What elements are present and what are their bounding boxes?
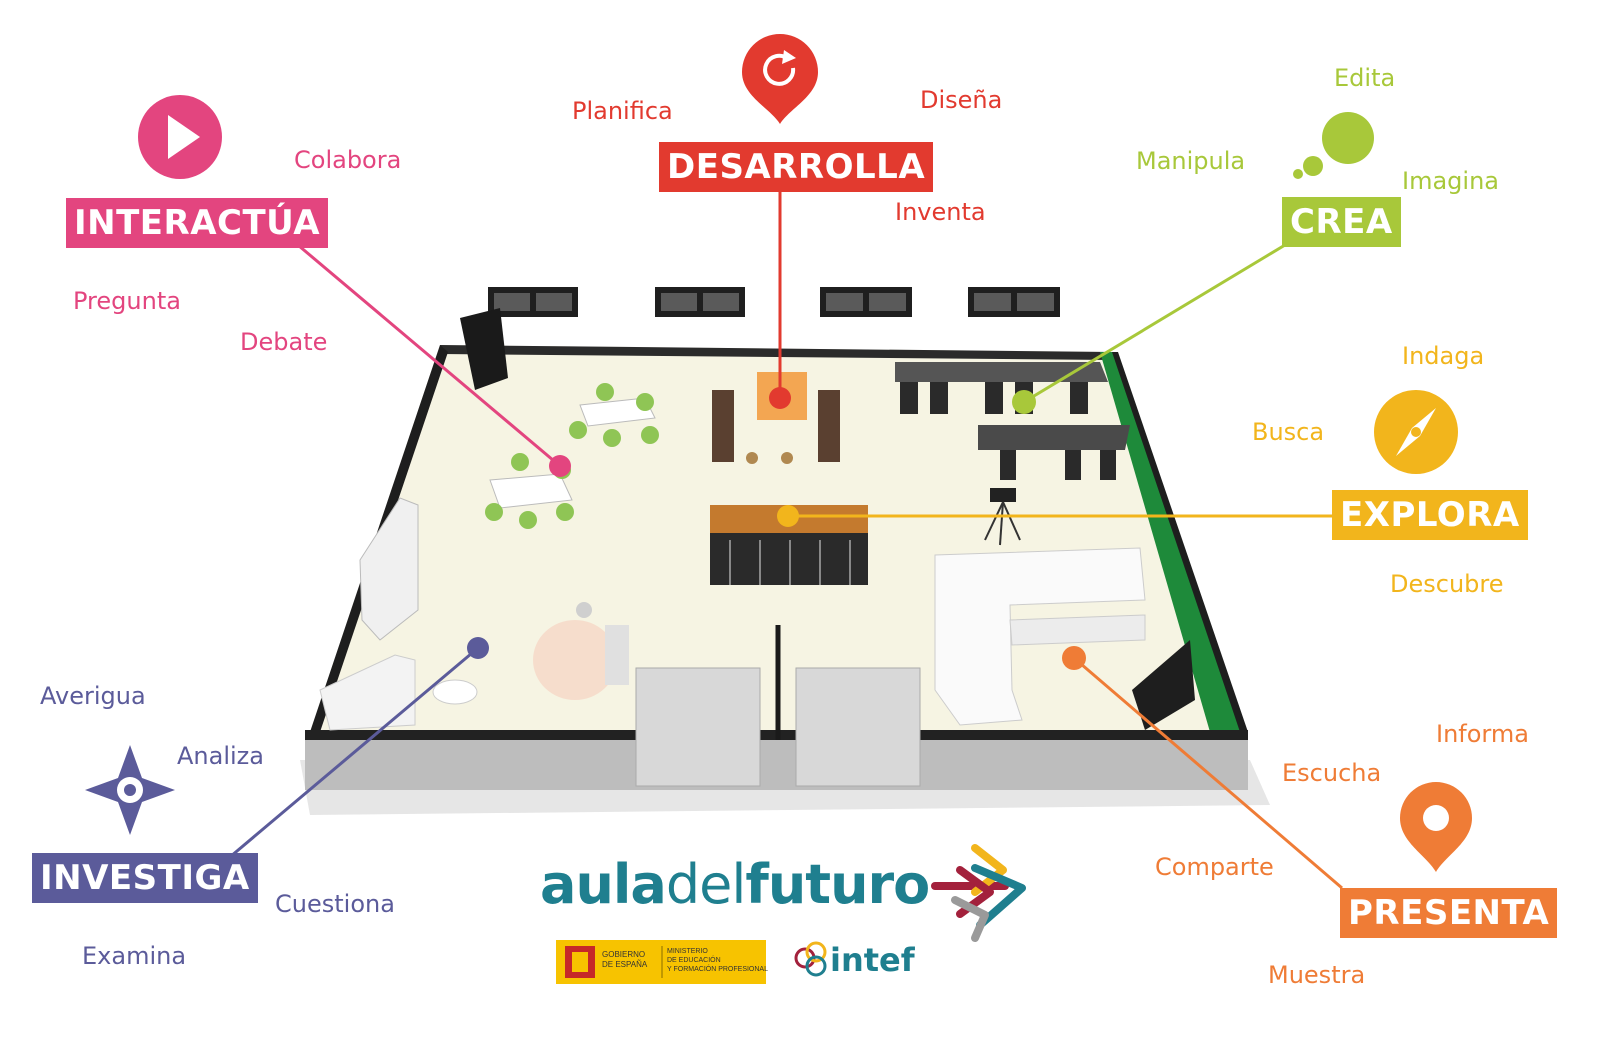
gov-text: GOBIERNO DE ESPAÑA — [602, 950, 647, 970]
aula-del-futuro-logo: auladelfuturo — [540, 853, 930, 917]
gov-line1: GOBIERNO — [602, 950, 646, 959]
ministry-line3: Y FORMACIÓN PROFESIONAL — [667, 966, 768, 973]
intef-logo-text: intef — [830, 941, 915, 979]
compass-icon — [1374, 390, 1458, 474]
front-doors — [635, 625, 921, 787]
verb-escucha: Escucha — [1282, 759, 1382, 787]
verb-inventa: Inventa — [895, 198, 986, 226]
verb-descubre: Descubre — [1390, 570, 1504, 598]
verb-imagina: Imagina — [1402, 167, 1499, 195]
bar-table — [710, 505, 868, 585]
back-wall — [440, 345, 1112, 360]
right-wall-edge — [1112, 352, 1248, 732]
verb-manipula: Manipula — [1136, 147, 1246, 175]
government-logo — [556, 940, 766, 984]
round-table-area — [432, 602, 629, 705]
zone-label-interactua: INTERACTÚA — [66, 198, 329, 248]
verb-muestra: Muestra — [1268, 961, 1366, 989]
verb-busca: Busca — [1252, 418, 1325, 446]
zone-label-investiga: INVESTIGA — [32, 853, 258, 903]
logo-part-aula: aula — [540, 853, 667, 916]
tv-screen-left — [460, 308, 508, 390]
verb-edita: Edita — [1334, 64, 1396, 92]
ministry-line1: MINISTERIO — [667, 948, 708, 955]
play-icon — [138, 95, 222, 179]
zone-label-crea: CREA — [1282, 197, 1401, 247]
verb-colabora: Colabora — [294, 146, 402, 174]
star-compass-icon — [85, 745, 175, 835]
logo-part-del: del — [665, 853, 747, 916]
ministry-line2: DE EDUCACIÓN — [667, 957, 721, 964]
zone-label-desarrolla: DESARROLLA — [659, 142, 934, 192]
location-pin-icon — [1400, 782, 1472, 872]
verb-cuestiona: Cuestiona — [275, 890, 395, 918]
logo-part-futuro: futuro — [745, 853, 930, 916]
intef-logo-icon — [794, 941, 827, 977]
zone-label-explora: EXPLORA — [1332, 490, 1528, 540]
verb-pregunta: Pregunta — [73, 287, 181, 315]
connector-lines — [223, 192, 1343, 890]
cabinet — [319, 654, 416, 731]
group-tables — [485, 383, 659, 529]
logo-arrows-icon — [931, 844, 1026, 942]
verb-disena: Diseña — [920, 86, 1003, 114]
windows — [488, 287, 1060, 317]
ministry-text: MINISTERIO DE EDUCACIÓN Y FORMACIÓN PROF… — [667, 947, 768, 974]
verb-analiza: Analiza — [177, 742, 264, 770]
verb-planifica: Planifica — [572, 97, 673, 125]
verb-averigua: Averigua — [40, 682, 146, 710]
zone-label-presenta: PRESENTA — [1340, 888, 1558, 938]
refresh-pin-icon — [742, 34, 818, 124]
verb-indaga: Indaga — [1402, 342, 1485, 370]
connector-dots — [467, 387, 1086, 670]
verb-examina: Examina — [82, 942, 187, 970]
presentation-stage — [934, 547, 1195, 730]
verb-informa: Informa — [1436, 720, 1529, 748]
bookshelf — [359, 497, 419, 641]
verb-debate: Debate — [240, 328, 328, 356]
verb-comparte: Comparte — [1155, 853, 1274, 881]
front-wall — [305, 730, 1248, 790]
gov-line2: DE ESPAÑA — [602, 960, 648, 969]
thought-bubble-icon — [1293, 112, 1374, 179]
